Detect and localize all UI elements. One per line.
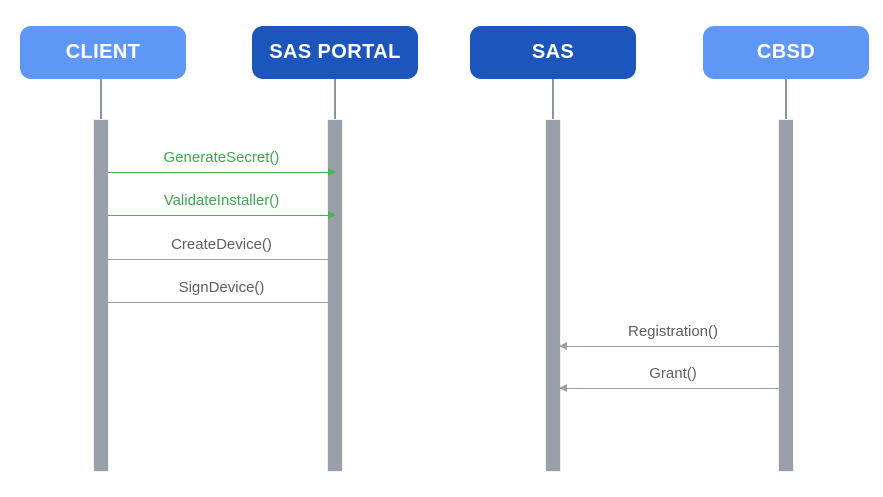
lifeline-sas — [552, 79, 554, 121]
message-line-validate-installer — [108, 215, 335, 216]
arrow-head-right-icon — [328, 168, 336, 176]
message-line-generate-secret — [108, 172, 335, 173]
lifeline-cbsd — [785, 79, 787, 121]
message-label-generate-secret: GenerateSecret() — [163, 149, 280, 166]
message-label-validate-installer: ValidateInstaller() — [163, 192, 280, 209]
activation-bar-client — [94, 120, 108, 471]
participant-box-sas-portal[interactable]: SAS PORTAL — [252, 26, 418, 79]
arrow-head-left-icon — [559, 342, 567, 350]
participant-label-cbsd: CBSD — [756, 41, 816, 63]
message-line-create-device — [108, 259, 335, 260]
message-label-grant: Grant() — [649, 365, 697, 382]
arrow-head-right-icon — [328, 255, 336, 263]
participant-label-client: CLIENT — [65, 41, 141, 63]
message-line-registration — [560, 346, 786, 347]
participant-box-sas[interactable]: SAS — [470, 26, 636, 79]
message-line-grant — [560, 388, 786, 389]
arrow-head-right-icon — [328, 211, 336, 219]
message-label-sign-device: SignDevice() — [178, 279, 265, 296]
arrow-head-left-icon — [559, 384, 567, 392]
message-line-sign-device — [108, 302, 335, 303]
lifeline-sas-portal — [334, 79, 336, 121]
activation-bar-sas-portal — [328, 120, 342, 471]
activation-bar-cbsd — [779, 120, 793, 471]
message-label-registration: Registration() — [627, 323, 719, 340]
arrow-head-right-icon — [328, 298, 336, 306]
participant-label-sas-portal: SAS PORTAL — [269, 41, 401, 63]
participant-box-client[interactable]: CLIENT — [20, 26, 186, 79]
participant-label-sas: SAS — [531, 41, 575, 63]
activation-bar-sas — [546, 120, 560, 471]
participant-box-cbsd[interactable]: CBSD — [703, 26, 869, 79]
message-label-create-device: CreateDevice() — [171, 236, 272, 253]
lifeline-client — [100, 79, 102, 121]
